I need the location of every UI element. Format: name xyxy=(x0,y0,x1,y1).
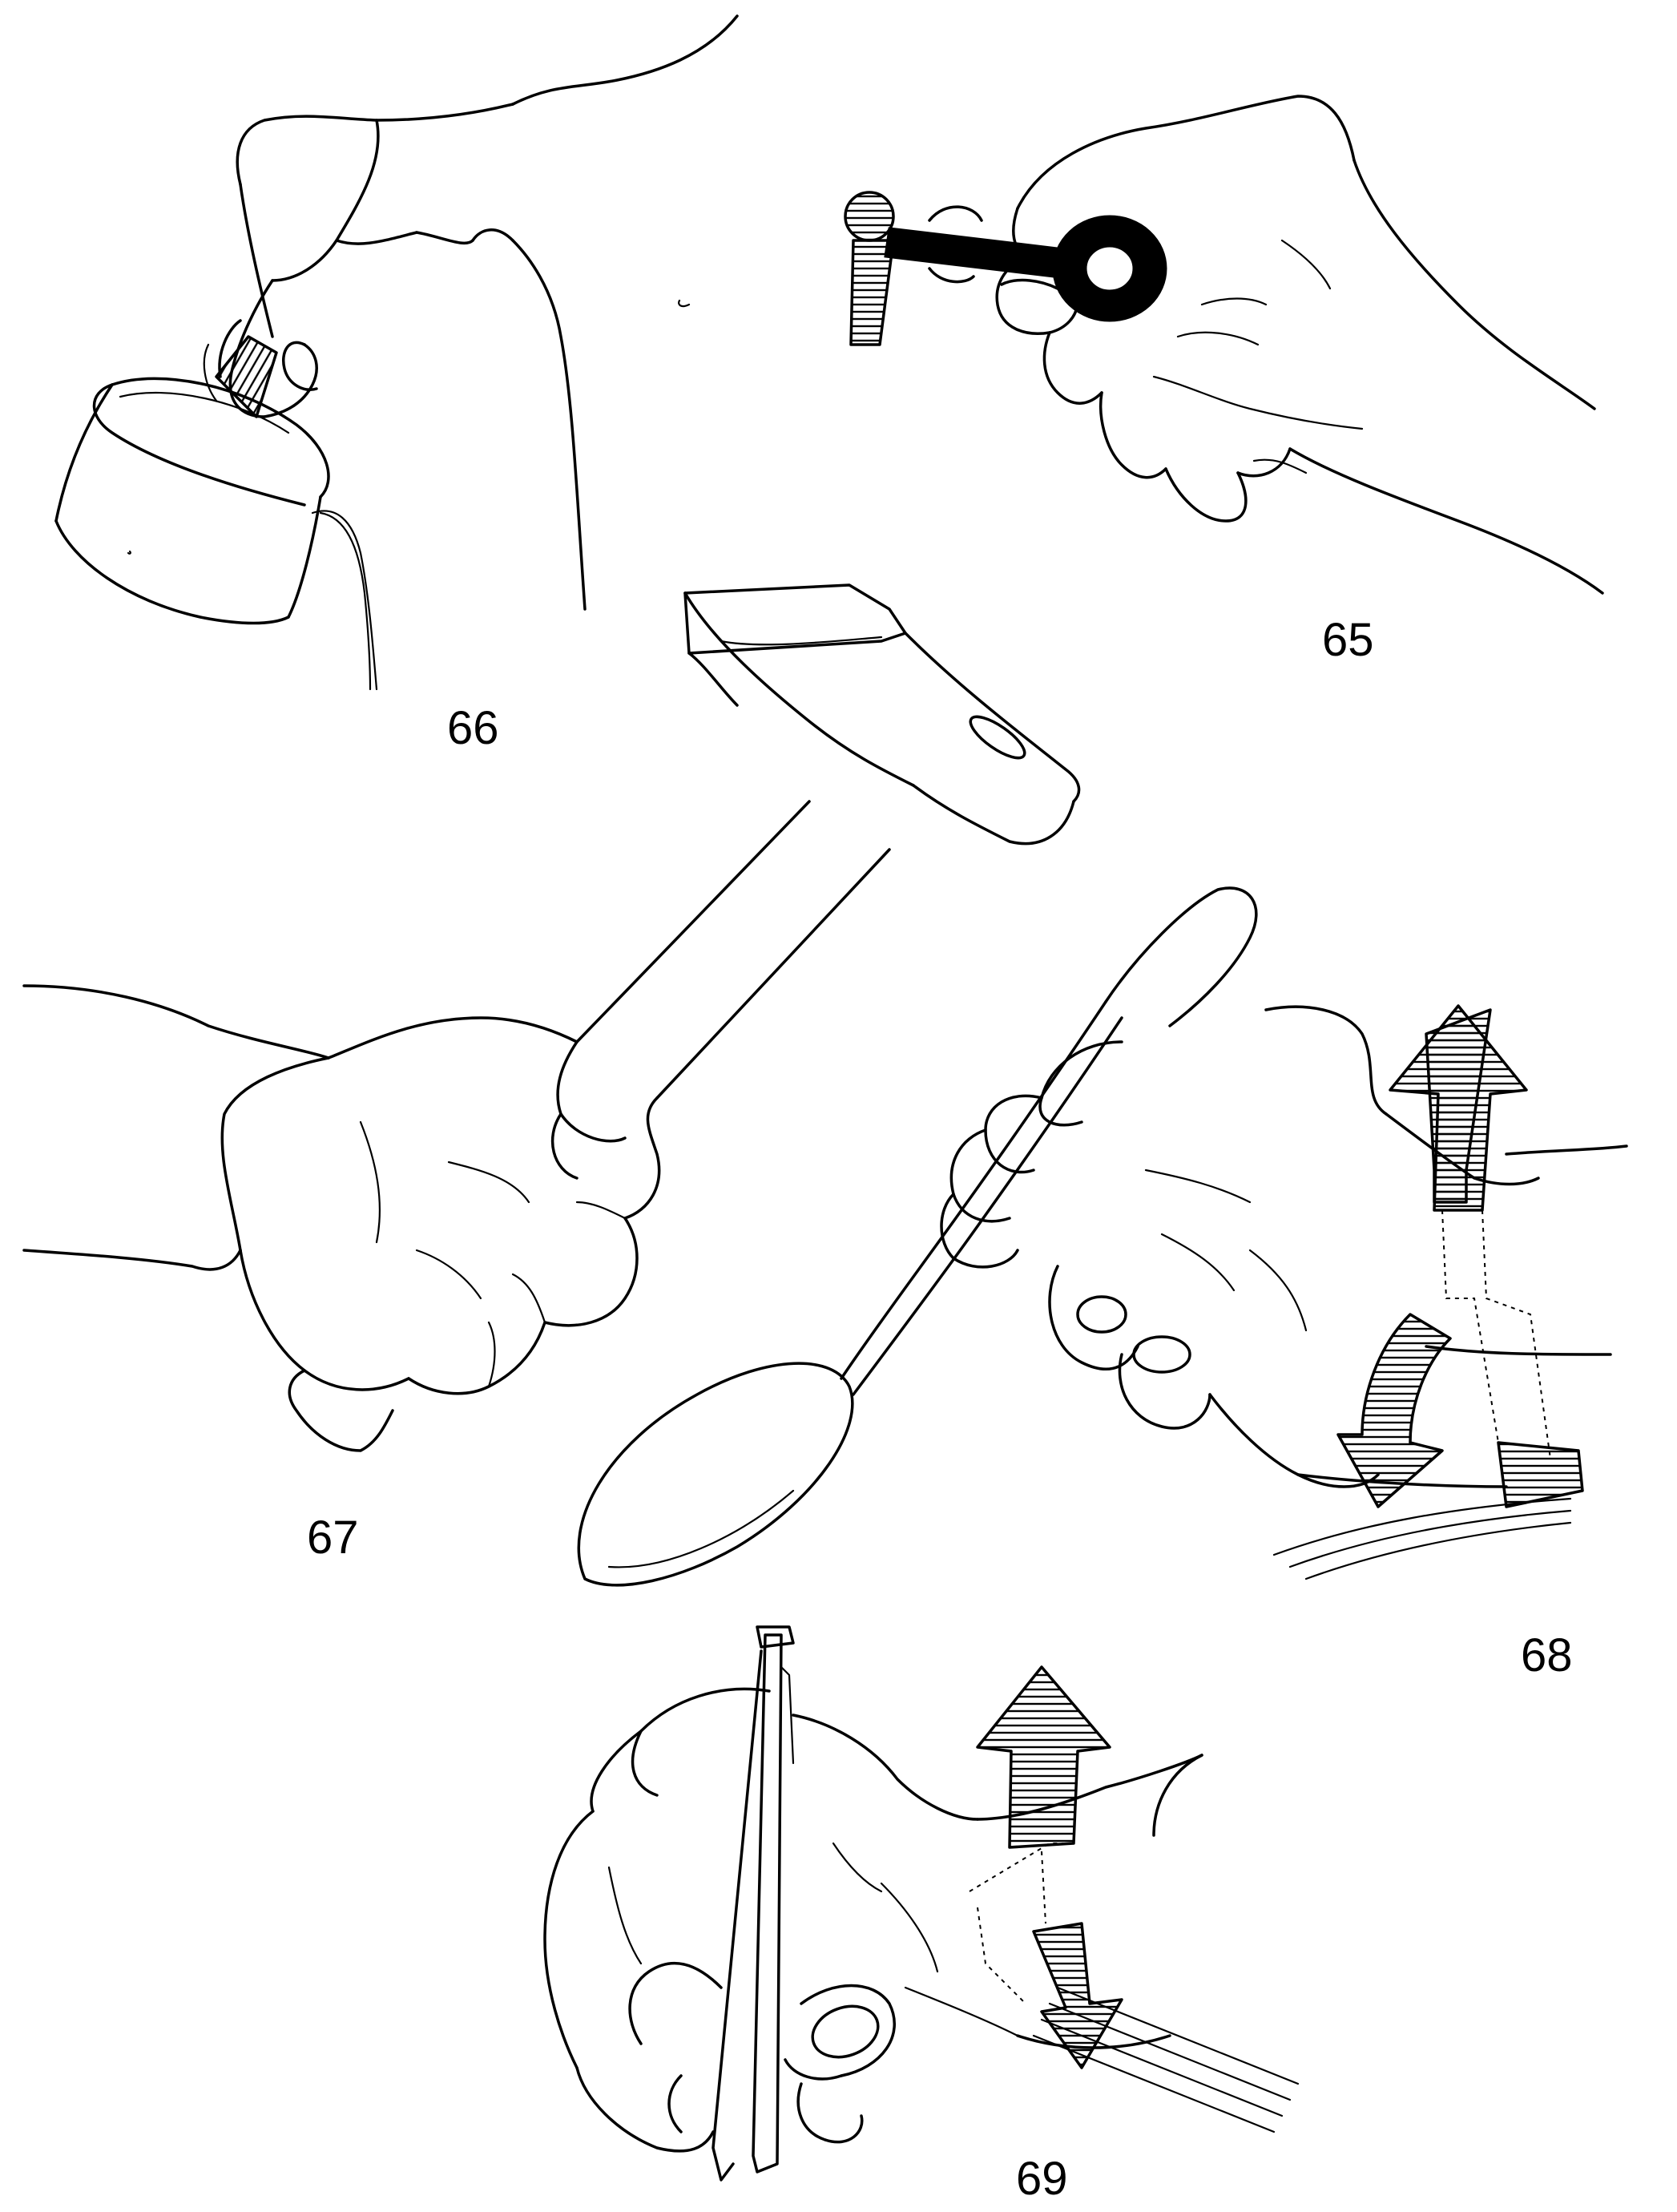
figure-65-key-grip xyxy=(844,95,1604,595)
figure-label-67: 67 xyxy=(307,1512,359,1564)
figure-69-pen-grip xyxy=(543,1625,1300,2182)
figure-label-68: 68 xyxy=(1521,1629,1573,1681)
figure-label-66: 66 xyxy=(447,702,499,754)
figure-68-spoon-grip xyxy=(577,886,1628,1587)
figure-label-65: 65 xyxy=(1322,614,1374,666)
figure-67-hammer-grip xyxy=(22,583,1081,1452)
figure-label-69: 69 xyxy=(1016,2153,1068,2205)
figure-66-saucepan-grip xyxy=(54,14,739,691)
